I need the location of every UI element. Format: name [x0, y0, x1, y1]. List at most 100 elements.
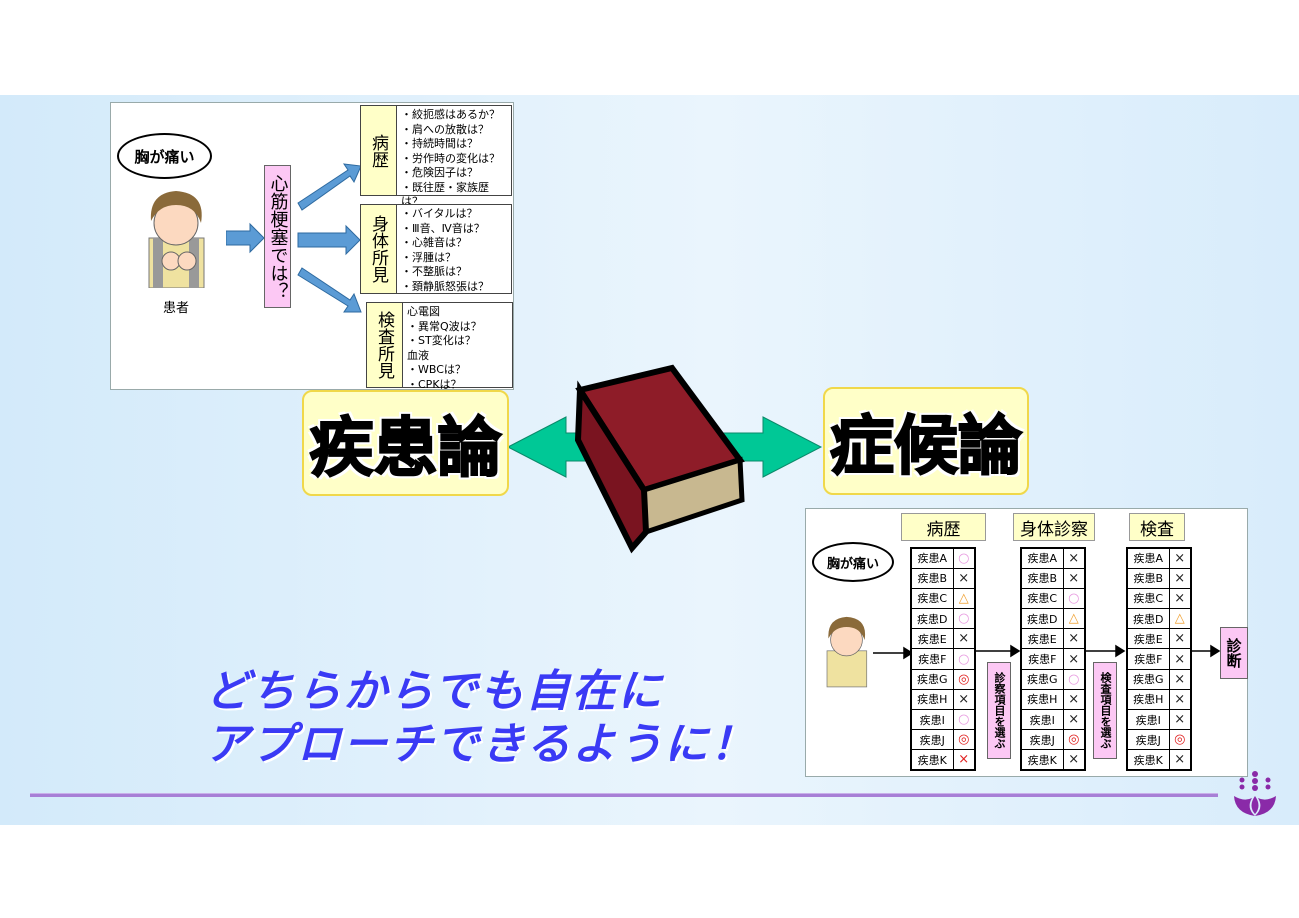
flow-arrows [226, 163, 362, 313]
disease-name: 疾患F [910, 648, 954, 670]
symptom-theory-title: 症候論 [823, 387, 1029, 495]
message-line-1: どちらからでも自在に [205, 666, 664, 717]
rating-mark: △ [1062, 608, 1086, 630]
table-row: 疾患C× [1126, 587, 1192, 610]
disease-name: 疾患K [910, 749, 954, 771]
disease-name: 疾患G [1126, 668, 1170, 690]
disease-name: 疾患J [910, 729, 954, 751]
speech-bubble-right: 胸が痛い [812, 542, 894, 582]
rating-mark: ◎ [952, 668, 976, 690]
disease-name: 疾患D [1126, 608, 1170, 630]
flow-arrows-right [873, 644, 1221, 660]
step-select-exam: 診察項目を選ぶ [987, 662, 1011, 759]
table-row: 疾患K× [910, 749, 976, 771]
rating-mark: × [1168, 547, 1192, 569]
section-tests: 検査所見 心電図・異常Q波は？・ST変化は？血液・WBCは？・CPKは？ [366, 302, 513, 391]
rating-mark: × [1168, 587, 1192, 610]
table-row: 疾患E× [1126, 628, 1192, 650]
disease-name: 疾患A [910, 547, 954, 569]
table-row: 疾患F× [1126, 648, 1192, 670]
table-row: 疾患H× [1126, 688, 1192, 711]
rating-mark: △ [1168, 608, 1192, 630]
table-row: 疾患G◎ [910, 668, 976, 690]
rating-mark: × [1168, 708, 1192, 731]
disease-name: 疾患B [1020, 567, 1064, 589]
table-row: 疾患B× [1126, 567, 1192, 589]
message-line-2: アプローチできるように！ [205, 719, 757, 770]
rating-mark: × [952, 567, 976, 589]
rating-mark: × [1168, 648, 1192, 670]
table-row: 疾患C○ [1020, 587, 1086, 610]
disease-name: 疾患J [1020, 729, 1064, 751]
disease-name: 疾患I [1126, 708, 1170, 731]
rating-mark: ○ [952, 608, 976, 630]
rating-mark: × [1062, 708, 1086, 731]
table-row: 疾患J◎ [1020, 729, 1086, 751]
table-row: 疾患A○ [910, 547, 976, 569]
disease-name: 疾患G [1020, 668, 1064, 690]
disease-name: 疾患B [910, 567, 954, 589]
disease-name: 疾患H [1126, 688, 1170, 711]
disease-name: 疾患I [1020, 708, 1064, 731]
book-icon [574, 364, 745, 554]
disease-name: 疾患K [1126, 749, 1170, 771]
rating-mark: ○ [952, 547, 976, 569]
table-row: 疾患C△ [910, 587, 976, 610]
rating-mark: × [1062, 547, 1086, 569]
divider-line [30, 793, 1218, 797]
rating-mark: × [952, 749, 976, 771]
disease-name: 疾患H [1020, 688, 1064, 711]
table-row: 疾患H× [910, 688, 976, 711]
table-row: 疾患A× [1020, 547, 1086, 569]
section-history: 病歴 ・絞扼感はあるか？・肩への放散は？・持続時間は？・労作時の変化は？・危険因… [360, 105, 512, 208]
disease-name: 疾患A [1126, 547, 1170, 569]
table-row: 疾患B× [910, 567, 976, 589]
disease-name: 疾患D [910, 608, 954, 630]
disease-name: 疾患F [1020, 648, 1064, 670]
disease-name: 疾患C [1020, 587, 1064, 610]
disease-name: 疾患J [1126, 729, 1170, 751]
rating-mark: × [1168, 567, 1192, 589]
disease-name: 疾患C [910, 587, 954, 610]
table-row: 疾患H× [1020, 688, 1086, 711]
disease-name: 疾患E [1020, 628, 1064, 650]
symptom-theory-diagram: 胸が痛い 病歴 身体診察 検査 疾患A○疾患B×疾患C△疾患D○疾患E×疾患F○… [805, 508, 1248, 777]
patient-illustration-right [826, 616, 868, 688]
rating-mark: × [1062, 688, 1086, 711]
step-select-tests: 検査項目を選ぶ [1093, 662, 1117, 759]
table-row: 疾患B× [1020, 567, 1086, 589]
rating-mark: ○ [1062, 587, 1086, 610]
disease-name: 疾患F [1126, 648, 1170, 670]
patient-label: 患者 [163, 301, 190, 316]
rating-mark: ○ [952, 708, 976, 731]
disease-name: 疾患B [1126, 567, 1170, 589]
speech-bubble: 胸が痛い [117, 133, 212, 179]
disease-name: 疾患H [910, 688, 954, 711]
section-physical: 身体所見 ・バイタルは？・Ⅲ音、Ⅳ音は？・心雑音は？・浮腫は？・不整脈は？・頚静… [360, 204, 512, 294]
table-tests: 疾患A×疾患B×疾患C×疾患D△疾患E×疾患F×疾患G×疾患H×疾患I×疾患J◎… [1126, 547, 1192, 772]
rating-mark: × [1168, 749, 1192, 771]
disease-name: 疾患E [1126, 628, 1170, 650]
table-row: 疾患I× [1126, 708, 1192, 731]
table-row: 疾患I× [1020, 708, 1086, 731]
table-row: 疾患F× [1020, 648, 1086, 670]
table-row: 疾患J◎ [1126, 729, 1192, 751]
rating-mark: × [1168, 628, 1192, 650]
header-history: 病歴 [901, 513, 986, 541]
disease-name: 疾患E [910, 628, 954, 650]
paulownia-crest-logo [1234, 771, 1276, 816]
disease-name: 疾患K [1020, 749, 1064, 771]
table-row: 疾患D△ [1126, 608, 1192, 630]
rating-mark: × [952, 628, 976, 650]
table-row: 疾患K× [1020, 749, 1086, 771]
table-row: 疾患K× [1126, 749, 1192, 771]
hypothesis-box: 心筋梗塞では？ [264, 165, 291, 308]
rating-mark: ◎ [1062, 729, 1086, 751]
table-row: 疾患G× [1126, 668, 1192, 690]
diagnosis-box: 診断 [1220, 627, 1248, 679]
table-row: 疾患I○ [910, 708, 976, 731]
table-row: 疾患G○ [1020, 668, 1086, 690]
table-row: 疾患F○ [910, 648, 976, 670]
table-row: 疾患E× [1020, 628, 1086, 650]
rating-mark: × [952, 688, 976, 711]
